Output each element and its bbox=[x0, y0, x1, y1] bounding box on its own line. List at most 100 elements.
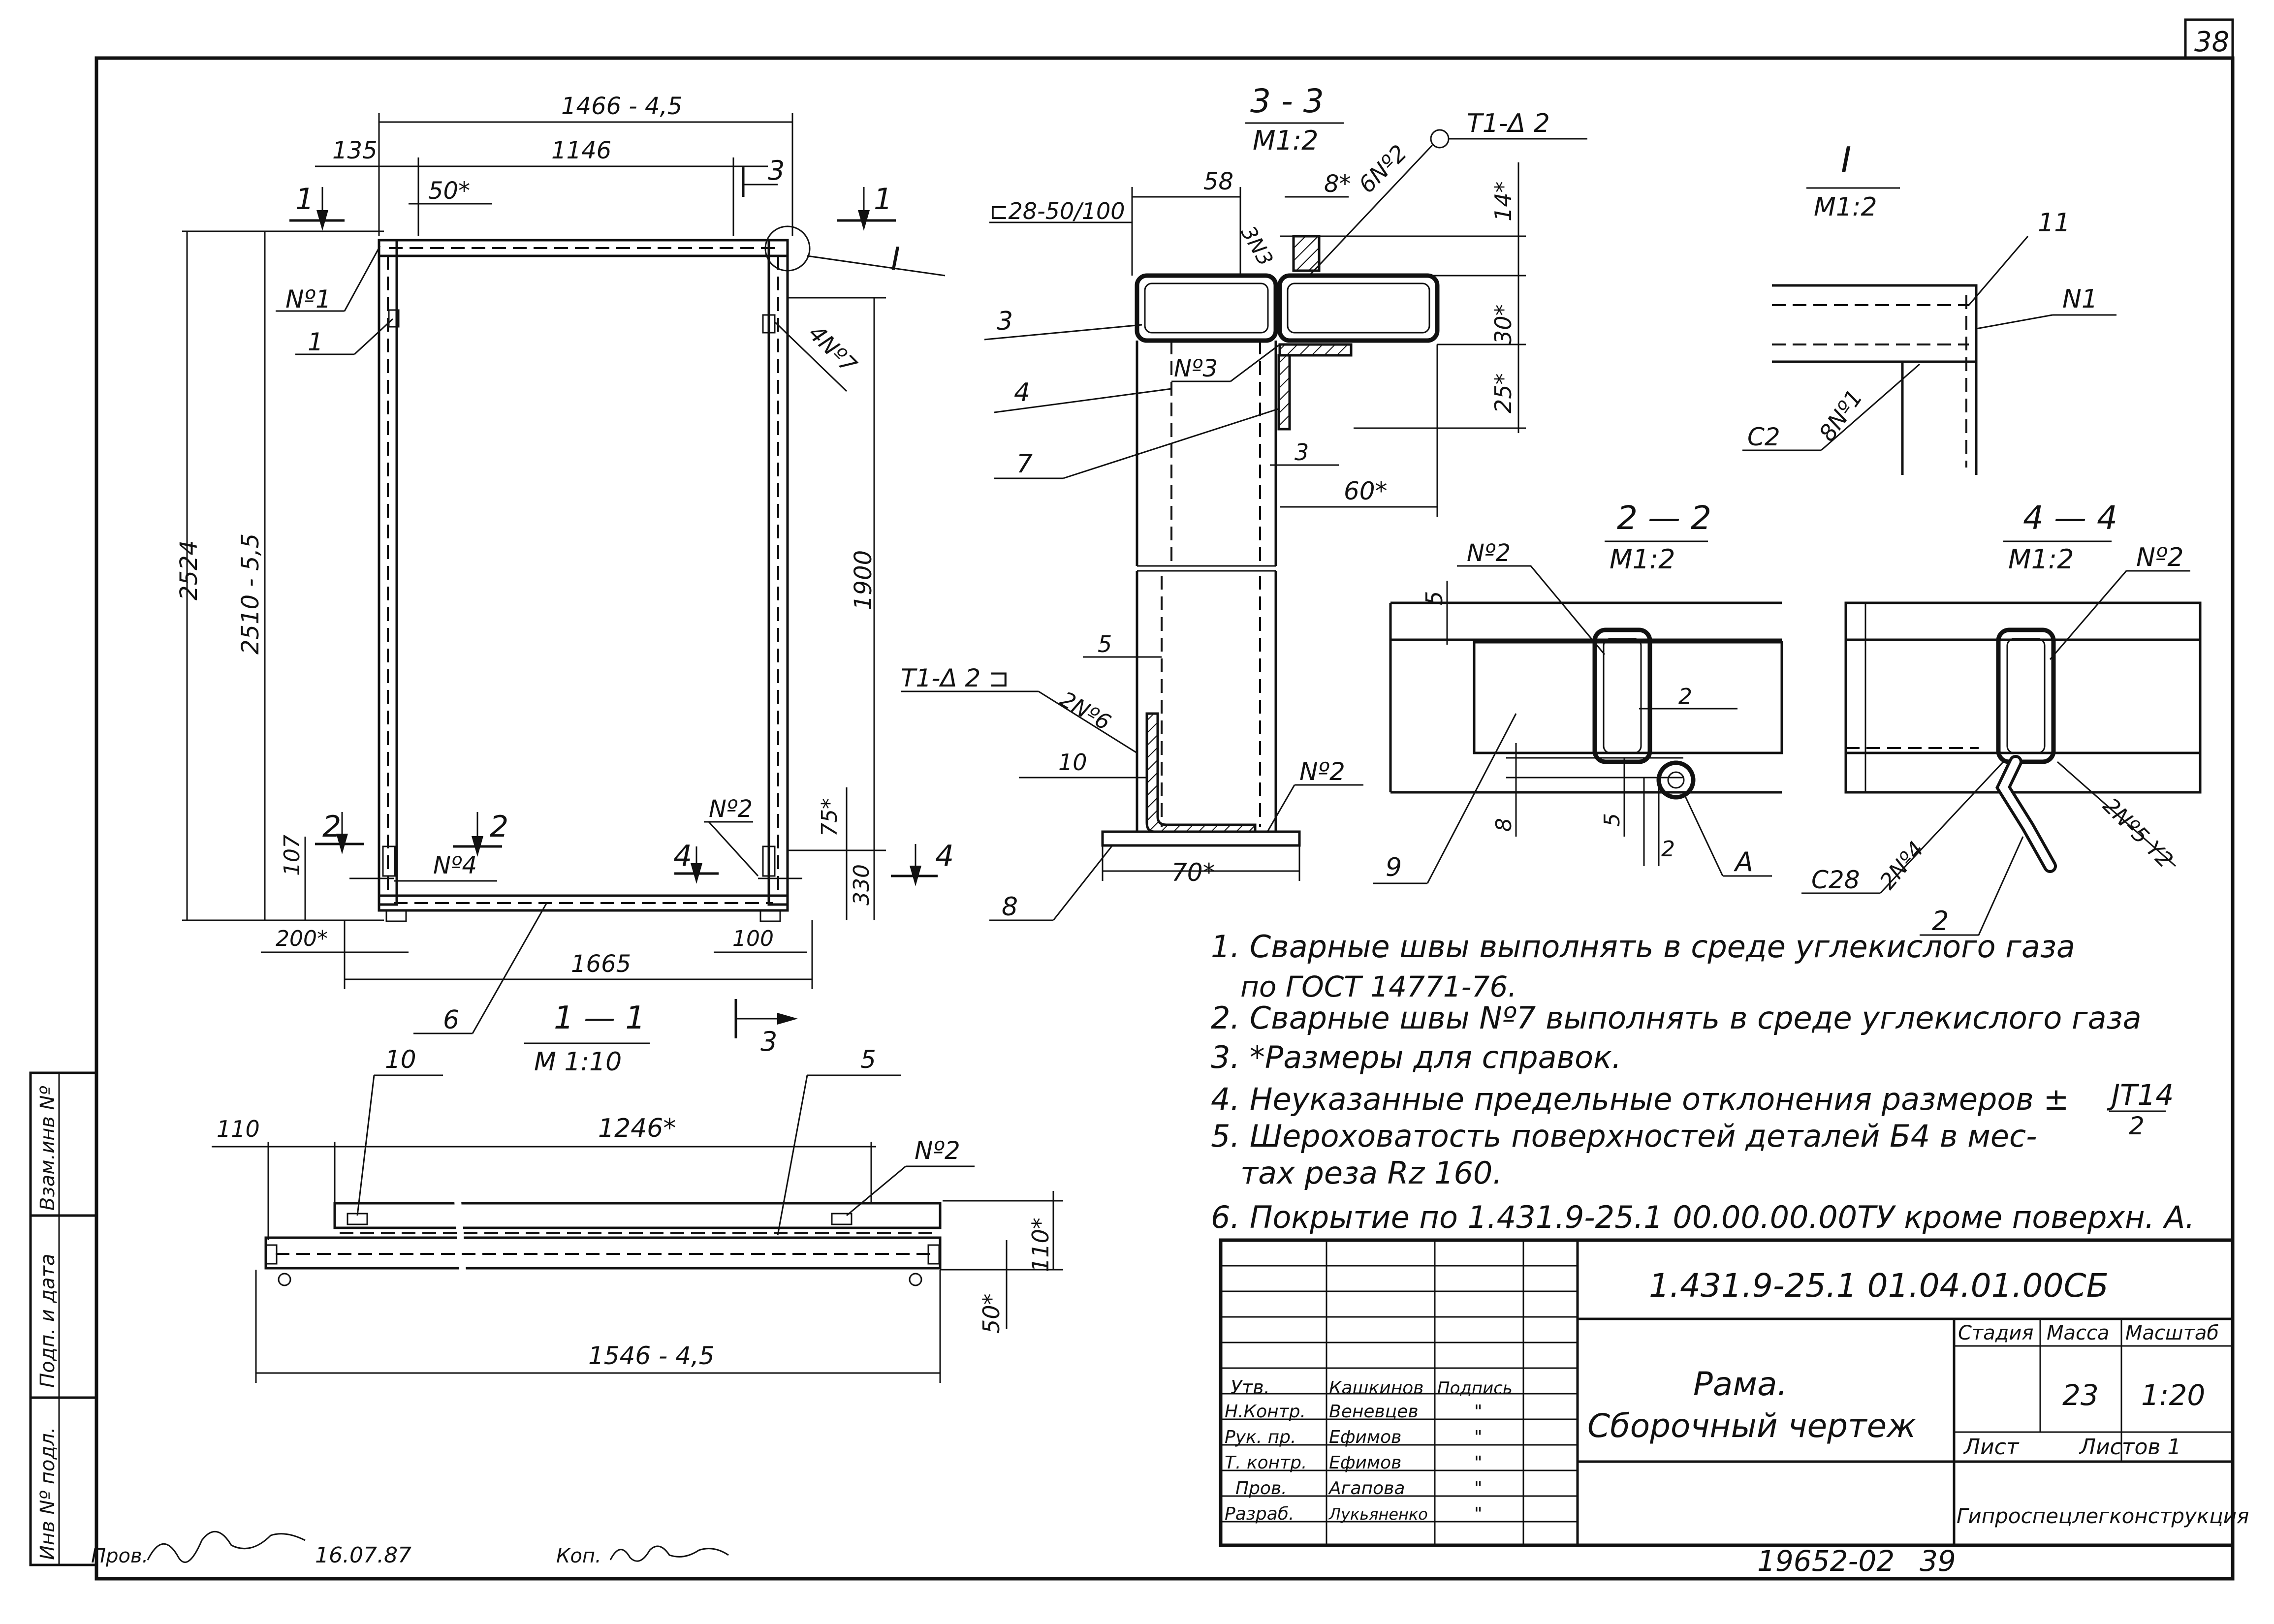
dim-base-height: 107 bbox=[280, 835, 305, 876]
s22-dim-5: 5 bbox=[1421, 591, 1448, 605]
callout-n1: Nº1 bbox=[285, 285, 331, 313]
footer-page-no: 39 bbox=[1920, 1544, 1956, 1578]
s11-callout-10: 10 bbox=[385, 1045, 416, 1074]
sig-role-3: Т. контр. bbox=[1225, 1453, 1307, 1473]
stamp-inv-orig: Инв Nº подл. bbox=[36, 1427, 59, 1560]
detail-I-scale: M1:2 bbox=[1814, 192, 1877, 222]
sig-role-5: Разраб. bbox=[1225, 1504, 1294, 1524]
section-2-2-title: 2 — 2 bbox=[1617, 499, 1711, 537]
sig-name-5: Лукьяненко bbox=[1328, 1505, 1428, 1524]
sheet-number: 38 bbox=[2194, 26, 2229, 58]
sig-sign-2: " bbox=[1474, 1427, 1483, 1447]
detail-I-n1: N1 bbox=[2062, 284, 2098, 314]
sheet-label: Лист bbox=[1963, 1435, 2020, 1460]
s44-2n4: 2Nº4 bbox=[1875, 837, 1929, 894]
s33-dim-70: 70* bbox=[1171, 858, 1215, 887]
cut-3-bottom: 3 bbox=[760, 1026, 777, 1057]
s11-dim-110: 110 bbox=[217, 1116, 260, 1142]
right-post bbox=[767, 239, 789, 906]
sig-sign-4: " bbox=[1474, 1478, 1483, 1499]
stage-label: Стадия bbox=[1958, 1322, 2033, 1344]
section-1-1: 1 — 1 M 1:10 10 5 Nº2 110 1246* 110* 50* bbox=[212, 1000, 1063, 1383]
organization: Гипроспецлегконструкция bbox=[1957, 1504, 2249, 1528]
s22-dim-8: 8 bbox=[1491, 818, 1516, 832]
callout-1: 1 bbox=[308, 328, 323, 356]
sig-name-4: Агапова bbox=[1328, 1478, 1405, 1499]
note-5b: тах реза Rz 160. bbox=[1240, 1155, 1502, 1191]
dim-inner-width: 1146 bbox=[551, 137, 611, 164]
note-1b: по ГОСТ 14771-76. bbox=[1240, 970, 1517, 1003]
section-4-4-title: 4 — 4 bbox=[2023, 499, 2117, 537]
sig-role-4: Пров. bbox=[1235, 1478, 1287, 1499]
footer-checked-date: 16.07.87 bbox=[315, 1543, 411, 1568]
scale-label: Масштаб bbox=[2125, 1322, 2219, 1344]
dim-offset: 135 bbox=[332, 137, 378, 164]
notes: 1. Сварные швы выполнять в среде углекис… bbox=[1211, 929, 2195, 1235]
s11-dim-110v: 110* bbox=[1027, 1218, 1054, 1272]
cut-3-top: 3 bbox=[768, 155, 785, 186]
s33-n2: Nº2 bbox=[1299, 757, 1345, 786]
s22-dim-2: 2 bbox=[1678, 684, 1692, 709]
section-3-3-scale: M1:2 bbox=[1253, 125, 1319, 156]
s33-dim-25: 25* bbox=[1490, 373, 1516, 413]
s33-dim-8: 8* bbox=[1324, 170, 1351, 198]
sig-name-2: Ефимов bbox=[1329, 1427, 1401, 1447]
sheets-label: Листов 1 bbox=[2079, 1435, 2181, 1460]
s33-dim-30: 30* bbox=[1490, 304, 1516, 344]
s33-dim-3: 3 bbox=[1295, 439, 1309, 466]
s33-n3: Nº3 bbox=[1174, 355, 1218, 382]
s33-c28: ⊏28-50/100 bbox=[989, 198, 1125, 224]
section-1-1-scale: M 1:10 bbox=[534, 1047, 622, 1077]
cut-2-right: 2 bbox=[490, 810, 508, 844]
sheet-number-box bbox=[2184, 18, 2234, 60]
sig-name-3: Ефимов bbox=[1329, 1453, 1401, 1473]
bottom-beam bbox=[378, 894, 789, 912]
callout-n2: Nº2 bbox=[709, 795, 753, 823]
s11-dim-1546: 1546 - 4,5 bbox=[588, 1342, 715, 1370]
s33-callout-8: 8 bbox=[1002, 892, 1018, 922]
section-4-4-scale: M1:2 bbox=[2008, 544, 2074, 575]
s22-callout-9: 9 bbox=[1386, 853, 1402, 882]
s33-callout-7: 7 bbox=[1016, 449, 1033, 479]
dim-base-width: 1665 bbox=[571, 950, 631, 978]
note-4-tol-num: JT14 bbox=[2107, 1078, 2174, 1112]
dim-right-height: 1900 bbox=[850, 550, 877, 610]
title-block: 1.431.9-25.1 01.04.01.00СБ Рама. Сборочн… bbox=[1219, 1238, 2249, 1547]
sig-role-2: Рук. пр. bbox=[1225, 1427, 1296, 1447]
s44-c28: C28 bbox=[1811, 866, 1860, 894]
dim-base-left: 200* bbox=[276, 926, 328, 951]
sig-role-1: Н.Контр. bbox=[1225, 1402, 1306, 1422]
detail-I: I M1:2 11 N1 C2 8Nº1 bbox=[1742, 139, 2116, 475]
s33-callout-3: 3 bbox=[997, 307, 1013, 336]
footer-copied-label: Коп. bbox=[556, 1545, 601, 1567]
s33-dim-10: 10 bbox=[1058, 749, 1087, 776]
s33-6n2: 6Nº2 bbox=[1354, 140, 1412, 198]
doc-title-2: Сборочный чертеж bbox=[1587, 1407, 1916, 1445]
mass-label: Масса bbox=[2047, 1322, 2110, 1344]
side-stamp: Взам.инв Nº Подп. и дата Инв Nº подл. bbox=[29, 1071, 98, 1566]
footer: Пров. 16.07.87 Коп. 19652-02 39 bbox=[91, 1530, 1956, 1578]
cut-4-left: 4 bbox=[673, 839, 692, 874]
section-2-2: 2 — 2 M1:2 Nº2 5 2 8 5 2 9 A bbox=[1373, 499, 1783, 884]
mass-value: 23 bbox=[2062, 1378, 2099, 1412]
cut-2-left: 2 bbox=[322, 810, 341, 844]
s33-t1b: T1-Δ 2 ⊐ bbox=[901, 664, 1009, 692]
sig-sign-5: " bbox=[1474, 1504, 1483, 1524]
s11-callout-5: 5 bbox=[860, 1045, 876, 1074]
section-4-4: 4 — 4 M1:2 Nº2 C28 2Nº4 2Nº5 Y2 2 bbox=[1801, 499, 2202, 937]
note-4: 4. Неуказанные предельные отклонения раз… bbox=[1211, 1081, 2069, 1117]
note-2: 2. Сварные швы Nº7 выполнять в среде угл… bbox=[1211, 1000, 2142, 1036]
section-3-3: 3 - 3 M1:2 ⊏28-50/100 58 8* 6Nº2 T1- bbox=[901, 82, 1587, 922]
note-3: 3. *Размеры для справок. bbox=[1211, 1039, 1621, 1075]
s33-dim-60: 60* bbox=[1344, 477, 1388, 505]
callout-n4: Nº4 bbox=[433, 852, 477, 879]
dim-inner-height: 2510 - 5,5 bbox=[237, 533, 264, 655]
s11-dim-1246: 1246* bbox=[598, 1114, 676, 1143]
s33-t1: T1-Δ 2 bbox=[1467, 109, 1550, 138]
s22-n2: Nº2 bbox=[1467, 539, 1511, 567]
detail-I-c2: C2 bbox=[1747, 423, 1780, 451]
footer-checked-label: Пров. bbox=[91, 1545, 148, 1567]
dim-right-base: 100 bbox=[732, 926, 774, 951]
detail-label: I bbox=[891, 241, 900, 278]
